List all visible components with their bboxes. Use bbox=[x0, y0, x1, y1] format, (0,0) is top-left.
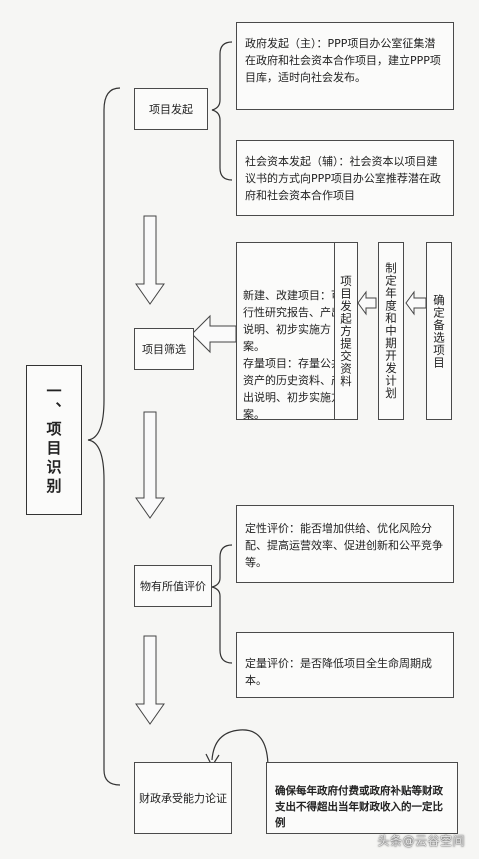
down-arrow-2 bbox=[135, 411, 165, 519]
quantitative-eval-text: 定量评价：是否降低项目全生命周期成本。 bbox=[245, 657, 432, 687]
government-initiation-box: 政府发起（主）：PPP项目办公室征集潜在政府和社会资本合作项目，建立PPP项目库… bbox=[236, 22, 454, 110]
dev-plan-label: 制定年度和中期开发计划 bbox=[384, 262, 398, 400]
curved-arrow bbox=[211, 729, 269, 769]
stage-fiscal: 财政承受能力论证 bbox=[134, 762, 232, 834]
root-node: 一、项目识别 bbox=[26, 365, 82, 515]
left-arrow-submit bbox=[357, 290, 377, 316]
stage-screening-label: 项目筛选 bbox=[142, 342, 186, 356]
dev-plan-column: 制定年度和中期开发计划 bbox=[378, 242, 404, 420]
stage-vfm: 物有所值评价 bbox=[134, 565, 212, 607]
qualitative-eval-box: 定性评价：能否增加供给、优化风险分配、提高运营效率、促进创新和公平竞争等。 bbox=[236, 505, 454, 583]
stage-fiscal-label: 财政承受能力论证 bbox=[139, 791, 227, 805]
stage-screening: 项目筛选 bbox=[134, 328, 194, 370]
stage-vfm-label: 物有所值评价 bbox=[140, 579, 206, 593]
root-label: 一、项目识别 bbox=[44, 383, 63, 497]
government-initiation-text: 政府发起（主）：PPP项目办公室征集潜在政府和社会资本合作项目，建立PPP项目库… bbox=[245, 37, 441, 84]
down-arrow-3 bbox=[135, 635, 165, 725]
fiscal-note-text: 确保每年政府付费或政府补贴等财政支出不得超出当年财政收入的一定比例 bbox=[275, 785, 443, 829]
stage-initiation: 项目发起 bbox=[134, 88, 208, 130]
left-arrow-plan bbox=[405, 290, 427, 316]
root-brace bbox=[87, 87, 121, 786]
social-initiation-box: 社会资本发起（辅）：社会资本以项目建议书的方式向PPP项目办公室推荐潜在政府和社… bbox=[236, 140, 454, 216]
vfm-brace bbox=[211, 544, 233, 664]
submit-materials-label: 项目发起方提交资料 bbox=[339, 274, 353, 388]
confirm-candidates-column: 确定备选项目 bbox=[426, 242, 452, 420]
left-arrow-materials bbox=[191, 314, 237, 354]
quantitative-eval-box: 定量评价：是否降低项目全生命周期成本。 bbox=[236, 632, 454, 698]
materials-new-text: 新建、改建项目：可行性研究报告、产出说明、初步实施方案。 bbox=[243, 289, 342, 353]
qualitative-eval-text: 定性评价：能否增加供给、优化风险分配、提高运营效率、促进创新和公平竞争等。 bbox=[245, 522, 443, 569]
watermark: 头条@云谷空间 bbox=[377, 834, 465, 848]
submit-materials-column: 项目发起方提交资料 bbox=[334, 242, 358, 420]
materials-stock-text: 存量项目：存量公共资产的历史资料、产出说明、初步实施方案。 bbox=[243, 357, 342, 421]
initiation-brace bbox=[211, 41, 233, 181]
stage-initiation-label: 项目发起 bbox=[149, 102, 193, 116]
social-initiation-text: 社会资本发起（辅）：社会资本以项目建议书的方式向PPP项目办公室推荐潜在政府和社… bbox=[245, 155, 441, 202]
confirm-candidates-label: 确定备选项目 bbox=[432, 293, 446, 369]
down-arrow-1 bbox=[135, 215, 165, 305]
fiscal-note-box: 确保每年政府付费或政府补贴等财政支出不得超出当年财政收入的一定比例 bbox=[266, 762, 458, 834]
